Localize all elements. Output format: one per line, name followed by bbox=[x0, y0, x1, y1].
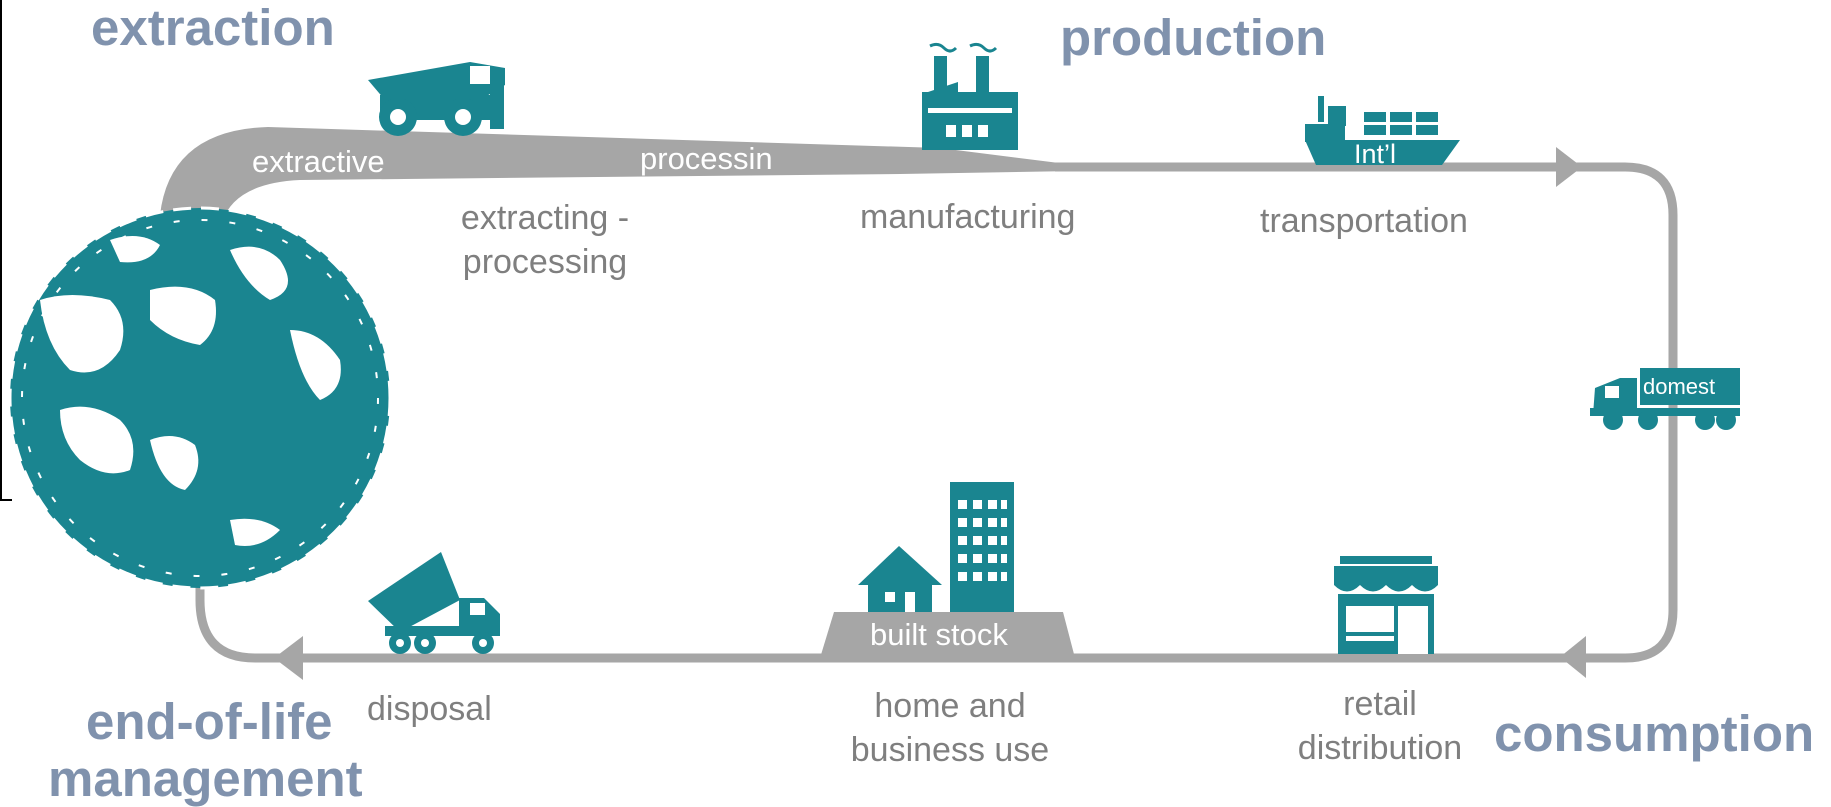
step-retail-line2: distribution bbox=[1297, 729, 1463, 768]
step-extracting-line1: extracting - bbox=[460, 199, 630, 237]
built-stock-label: built stock bbox=[870, 617, 1008, 652]
step-retail-line1: retail bbox=[1343, 685, 1417, 723]
step-disposal: disposal bbox=[367, 690, 492, 728]
cargo-ship-icon bbox=[1305, 96, 1460, 165]
phase-end-of-life: end-of-life management bbox=[48, 696, 388, 804]
building-windows bbox=[885, 500, 1007, 612]
step-home-line2: business use bbox=[850, 731, 1050, 770]
phase-production: production bbox=[1060, 9, 1327, 66]
step-retail-distribution: retail distribution bbox=[1280, 682, 1480, 770]
step-home-line1: home and bbox=[874, 687, 1026, 725]
phase-end-of-life-line2: management bbox=[48, 750, 363, 807]
band-label-extractive: extractive bbox=[252, 144, 385, 179]
step-transportation: transportation bbox=[1260, 202, 1468, 240]
phase-extraction: extraction bbox=[91, 0, 335, 56]
step-extracting-processing: extracting - processing bbox=[445, 196, 645, 284]
phase-consumption: consumption bbox=[1494, 705, 1815, 762]
extraction-band bbox=[160, 127, 1075, 222]
dump-truck-icon bbox=[368, 552, 500, 654]
built-stock-base bbox=[820, 612, 1075, 658]
arrow-head-right bbox=[1556, 147, 1582, 187]
store-icon bbox=[1334, 556, 1438, 654]
delivery-truck-icon bbox=[1590, 368, 1740, 430]
phase-end-of-life-line1: end-of-life bbox=[86, 693, 333, 750]
ship-label-intl: Int’l bbox=[1354, 139, 1397, 169]
flow-loop bbox=[195, 162, 1678, 663]
step-extracting-line2: processing bbox=[462, 243, 628, 282]
truck-label-domestic: domest bbox=[1643, 374, 1716, 399]
band-label-processing: processin bbox=[640, 141, 773, 176]
arrow-head-left-disposal bbox=[274, 636, 303, 680]
step-manufacturing: manufacturing bbox=[860, 198, 1076, 236]
mining-truck-icon bbox=[368, 62, 505, 136]
factory-icon bbox=[922, 42, 1018, 150]
step-home-business-use: home and business use bbox=[830, 684, 1070, 772]
globe-icon bbox=[8, 206, 392, 590]
arrow-head-left-retail bbox=[1560, 636, 1586, 678]
